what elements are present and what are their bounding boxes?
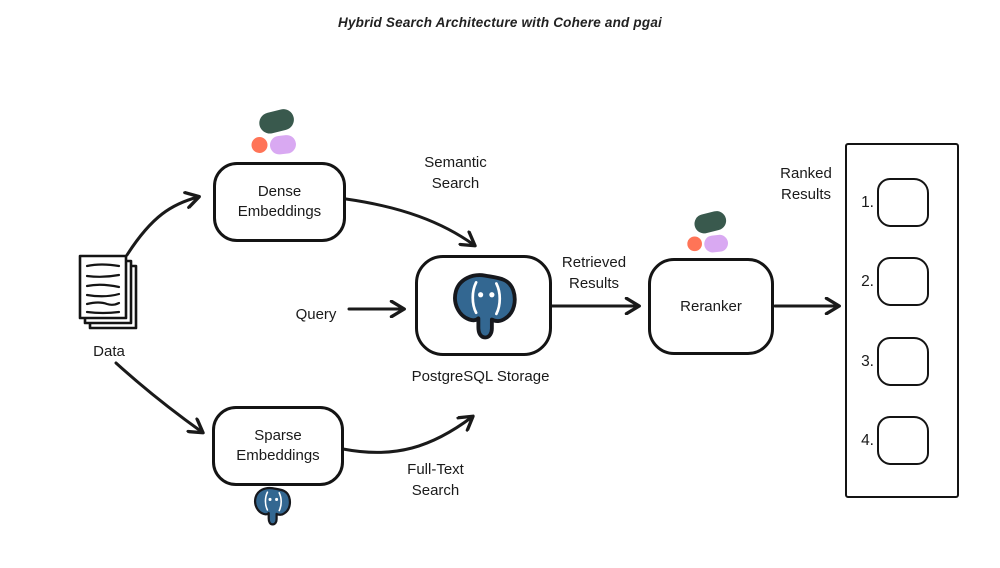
ranked-item-3: 3. bbox=[852, 337, 929, 386]
elephant-eye-right bbox=[488, 291, 494, 297]
rank-result-slot bbox=[877, 257, 929, 306]
arrow-data-to-sparse-embeddings bbox=[114, 361, 202, 432]
dense-embeddings-node: Dense Embeddings bbox=[213, 162, 346, 242]
ranked-item-2: 2. bbox=[852, 257, 929, 306]
postgresql-storage-caption: PostgreSQL Storage bbox=[411, 368, 550, 385]
elephant-eye-left bbox=[477, 291, 483, 297]
arrow-semantic-search bbox=[344, 197, 474, 245]
ranked-item-4: 4. bbox=[852, 416, 929, 465]
cohere-orange-dot bbox=[687, 236, 702, 252]
elephant-ear-line-left bbox=[470, 280, 477, 314]
sparse-embeddings-node: Sparse Embeddings bbox=[212, 406, 344, 486]
ranked-results-label: Ranked Results bbox=[780, 165, 832, 203]
cohere-lavender-blob bbox=[269, 135, 296, 155]
postgresql-elephant-icon bbox=[452, 272, 517, 339]
rank-number: 1. bbox=[861, 193, 874, 211]
elephant-head bbox=[452, 272, 517, 339]
rank-number: 2. bbox=[861, 272, 874, 290]
rank-result-slot bbox=[877, 416, 929, 465]
elephant-ear-line-right bbox=[494, 281, 501, 315]
cohere-logo-icon bbox=[687, 211, 728, 253]
retrieved-results-label: Retrieved Results bbox=[561, 254, 627, 292]
fulltext-search-label: Full-Text Search bbox=[407, 461, 464, 499]
cohere-green-blob bbox=[694, 211, 727, 234]
ranked-list-box: 1. 2. 3. 4. bbox=[845, 143, 959, 498]
elephant-head bbox=[254, 486, 292, 526]
rank-number: 3. bbox=[861, 352, 874, 370]
cohere-lavender-blob bbox=[704, 234, 728, 253]
data-node-label: Data bbox=[93, 343, 125, 360]
cohere-logo-icon bbox=[251, 109, 296, 155]
semantic-search-label: Semantic Search bbox=[424, 154, 487, 192]
query-label: Query bbox=[295, 306, 337, 323]
rank-result-slot bbox=[877, 337, 929, 386]
elephant-eye-right bbox=[275, 497, 279, 501]
sparse-embeddings-label: Sparse Embeddings bbox=[236, 427, 320, 464]
documents-icon bbox=[78, 254, 138, 330]
elephant-ear-line-right bbox=[278, 492, 282, 512]
ranked-item-1: 1. bbox=[852, 178, 929, 227]
cohere-green-blob bbox=[259, 109, 294, 134]
dense-embeddings-label: Dense Embeddings bbox=[237, 183, 322, 220]
postgresql-node bbox=[415, 255, 552, 356]
elephant-eye-left bbox=[268, 497, 272, 501]
cohere-orange-dot bbox=[251, 137, 268, 153]
postgresql-elephant-icon bbox=[254, 486, 292, 526]
arrow-data-to-dense-embeddings bbox=[125, 197, 198, 257]
elephant-ear-line-left bbox=[264, 491, 269, 511]
rank-result-slot bbox=[877, 178, 929, 227]
rank-number: 4. bbox=[861, 431, 874, 449]
diagram-title: Hybrid Search Architecture with Cohere a… bbox=[338, 15, 662, 30]
reranker-label: Reranker bbox=[680, 297, 742, 315]
arrow-fulltext-search bbox=[341, 417, 472, 454]
reranker-node: Reranker bbox=[648, 258, 774, 355]
